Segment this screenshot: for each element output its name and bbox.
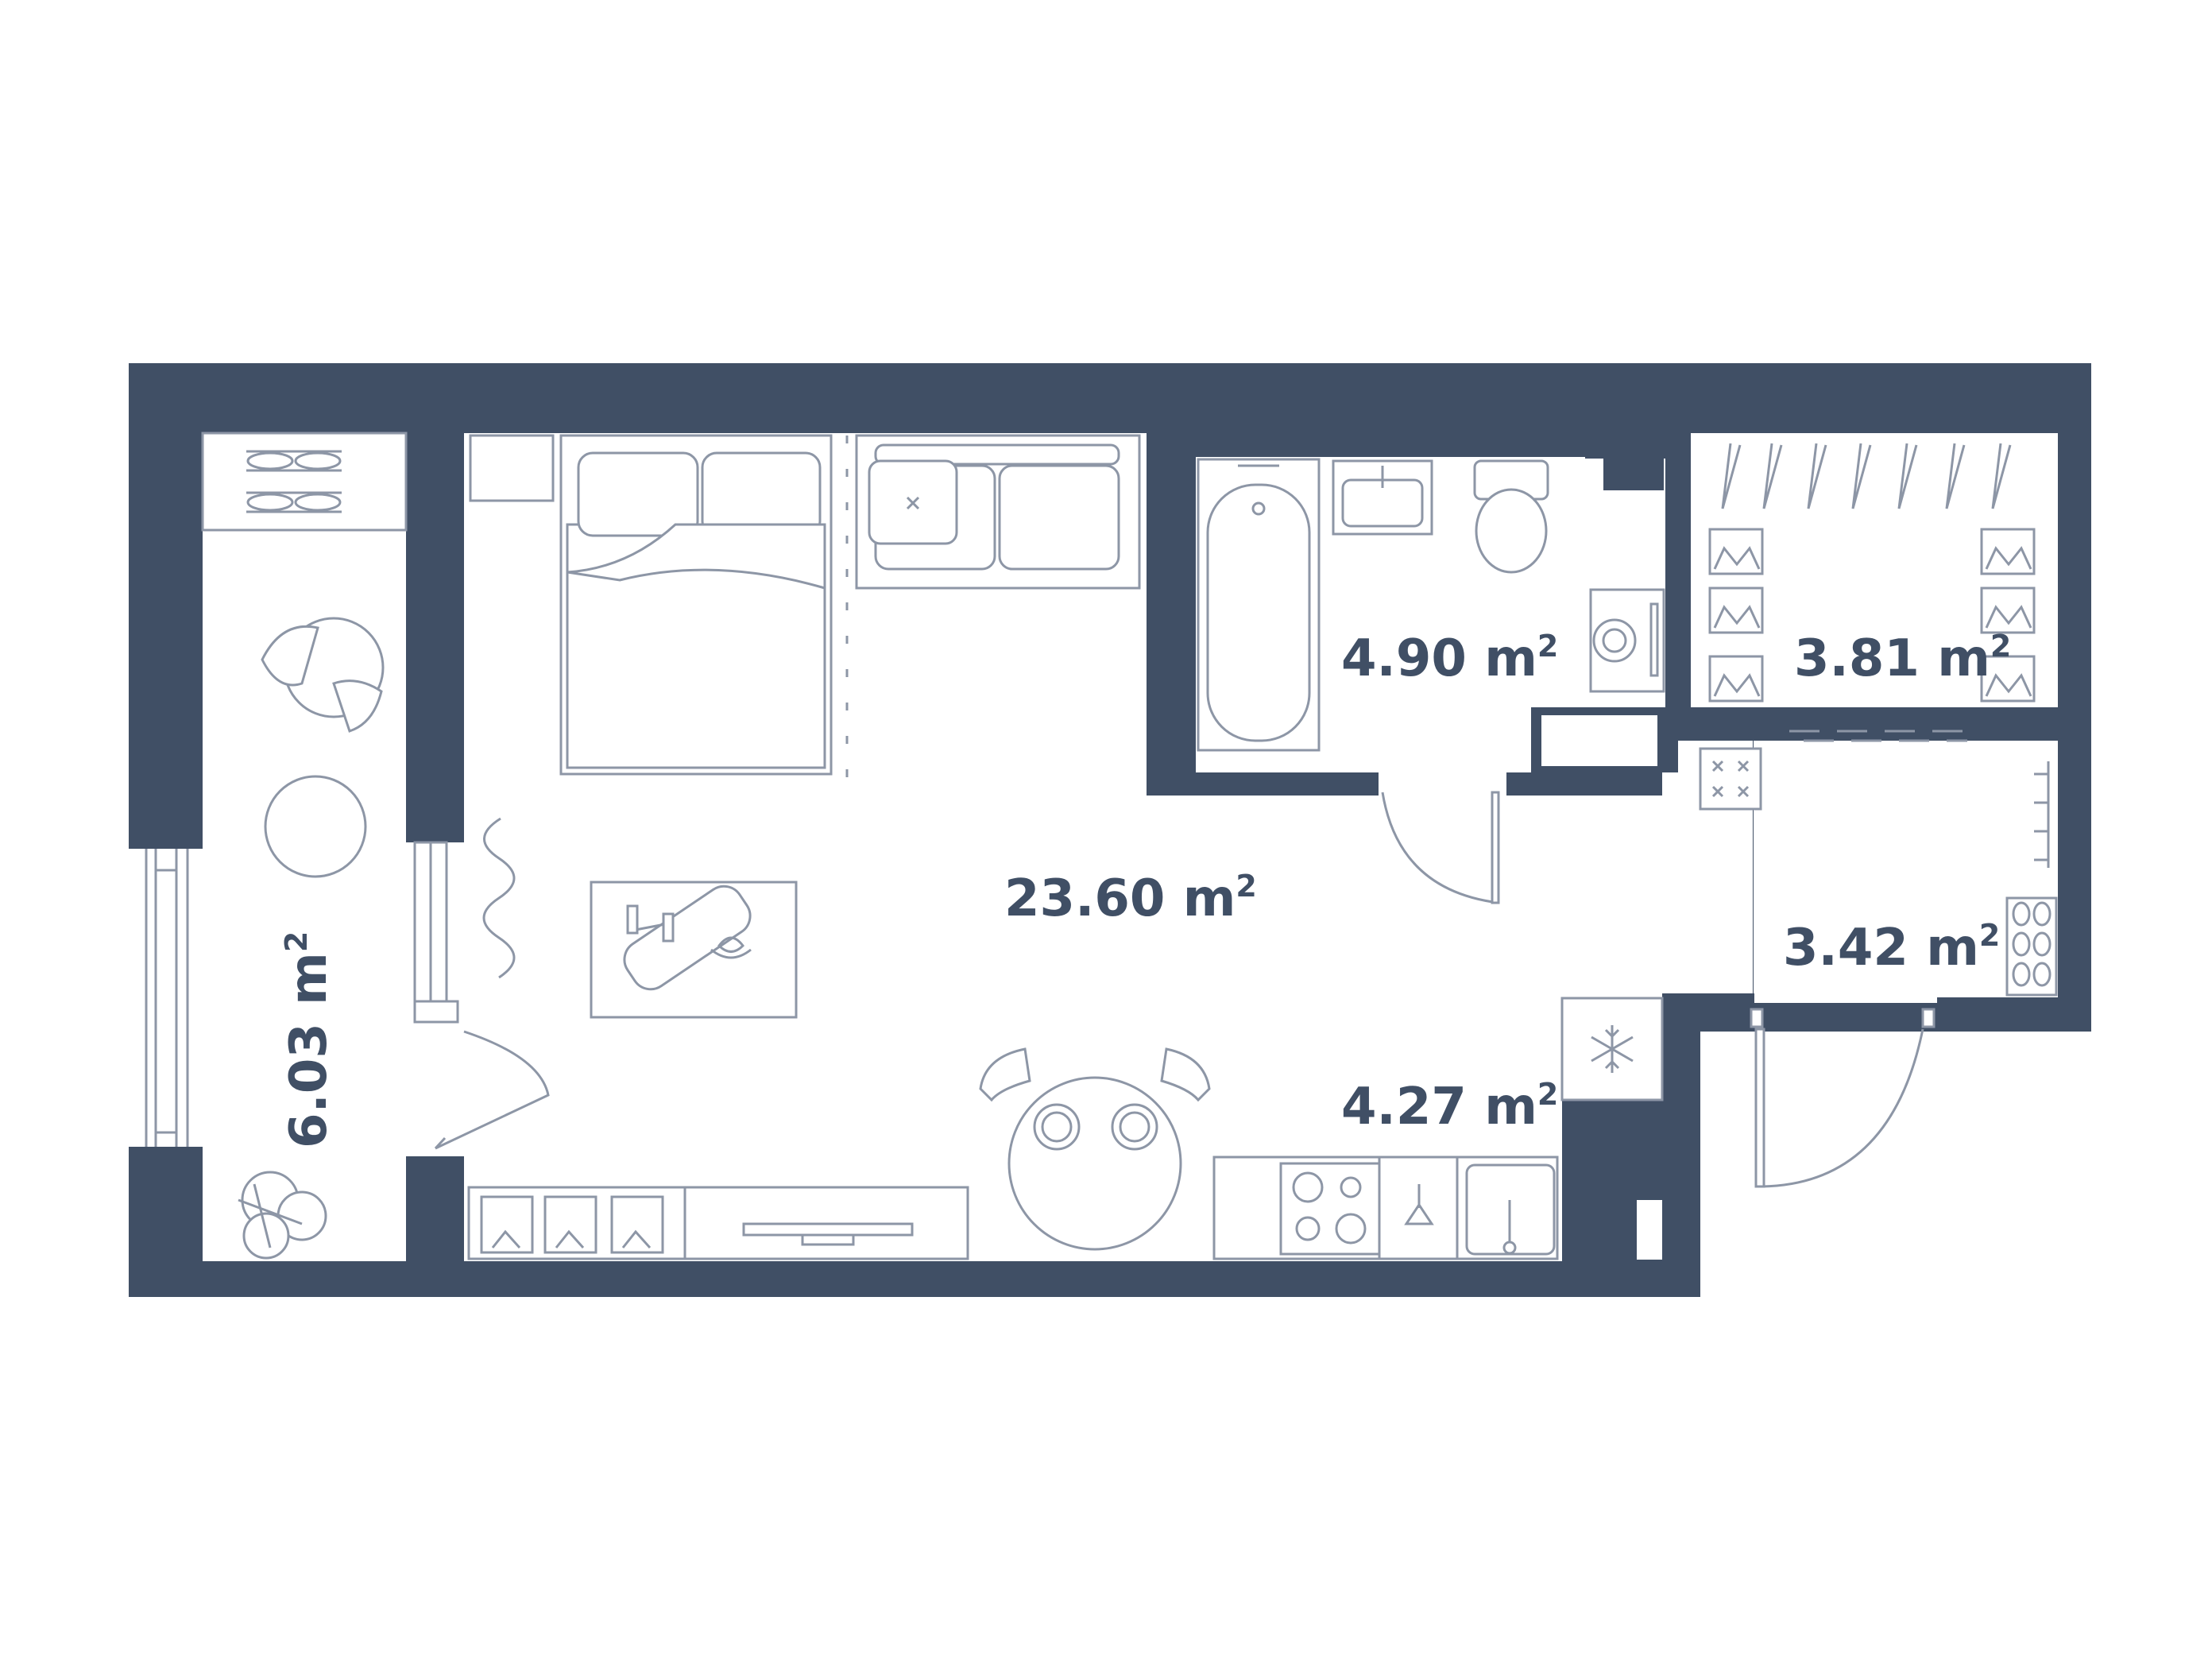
hall-left-stub	[1662, 993, 1754, 1027]
shelf-boxes-left	[1708, 528, 1764, 703]
hallway-interior	[1691, 741, 2058, 1003]
living-room-furniture: 23.60 m2	[467, 434, 1257, 1260]
balcony-table	[264, 775, 367, 878]
balcony-wall-lower	[406, 1156, 464, 1261]
balcony-furniture: 6.03 m2	[201, 432, 408, 1260]
wardrobe-area-label: 3.81 m2	[1794, 629, 2011, 688]
nightstand	[469, 434, 555, 502]
balcony-window	[154, 869, 178, 1134]
dining-chair-right	[1111, 1047, 1211, 1151]
pillow-left	[577, 451, 699, 537]
shoes-icon	[2005, 896, 2058, 997]
entrance-door-stub-right	[1921, 1008, 1936, 1028]
tv	[742, 1222, 914, 1237]
dumbbell-icon	[626, 904, 675, 943]
inner-walls	[406, 455, 2091, 1297]
dining-chair-left	[979, 1047, 1081, 1151]
kitchen-fixtures: 4.27 m2	[1212, 997, 1664, 1260]
bathtub-basin	[1206, 483, 1311, 742]
living-window-pane	[429, 841, 448, 1019]
doors	[406, 730, 1967, 1188]
coat-hooks	[2034, 761, 2050, 868]
shelf-boxes-right	[1980, 528, 2036, 703]
entrance-door-stub-left	[1750, 1008, 1764, 1028]
balcony-area-label: 6.03 m2	[279, 931, 338, 1148]
bathroom-area-label: 4.90 m2	[1341, 629, 1558, 688]
ski-rack	[201, 432, 408, 532]
bathroom-fixtures: 4.90 m2	[1197, 458, 1665, 752]
shaft-niche	[1637, 1200, 1665, 1260]
faucet-icon	[1404, 1184, 1434, 1225]
monstera-plant-icon	[238, 1171, 327, 1260]
armchair	[261, 617, 385, 733]
curtain	[482, 817, 516, 979]
balcony-door-swing	[435, 1030, 550, 1150]
electrical-panel	[1699, 747, 1762, 811]
hall-right-stub	[1937, 997, 2091, 1032]
living-area-label: 23.60 m2	[1004, 869, 1257, 928]
hanger-icon	[1721, 443, 2012, 509]
wardrobe-bottom-left	[1678, 707, 1789, 741]
bathroom-door-leaf	[1491, 791, 1500, 904]
balcony-door-opening	[406, 1025, 464, 1156]
bath-bottom-right	[1506, 772, 1537, 796]
wardrobe-bottom-right	[1967, 707, 2058, 741]
toilet-bowl	[1475, 488, 1548, 574]
sofa-seat-right	[998, 464, 1120, 571]
bathroom-door-swing	[1381, 792, 1499, 904]
living-window-sill	[413, 1000, 459, 1024]
ski-rack-icon	[246, 450, 342, 513]
lotus-icon	[710, 936, 752, 959]
windows	[129, 841, 464, 1147]
bath-bottom-left	[1147, 772, 1379, 796]
bath-duct-opening	[1541, 715, 1657, 766]
cooktop	[1279, 1162, 1381, 1256]
hallway-fixtures: 3.42 m2	[1699, 747, 2058, 997]
hallway-area-label: 3.42 m2	[1783, 918, 2000, 977]
duvet-fold	[567, 523, 826, 590]
kitchen-right-wall	[1662, 993, 1700, 1297]
dining-table	[1007, 1076, 1182, 1251]
entrance-door-swing	[1761, 1028, 1924, 1188]
wardrobe-fixtures: 3.81 m2	[1708, 443, 2036, 703]
shaft-niche-rim	[1621, 1176, 1684, 1200]
entrance-door-leaf	[1754, 1028, 1765, 1188]
pillow-right	[701, 451, 822, 537]
tv-stand	[801, 1233, 855, 1246]
bathroom-shaft-wall	[1603, 455, 1664, 490]
sofa-back	[874, 443, 1120, 466]
kitchen-area-label: 4.27 m2	[1341, 1077, 1558, 1136]
living-window	[413, 841, 432, 1019]
shoe-storage-drawers	[480, 1195, 664, 1254]
snowflake-icon	[1591, 1025, 1634, 1073]
